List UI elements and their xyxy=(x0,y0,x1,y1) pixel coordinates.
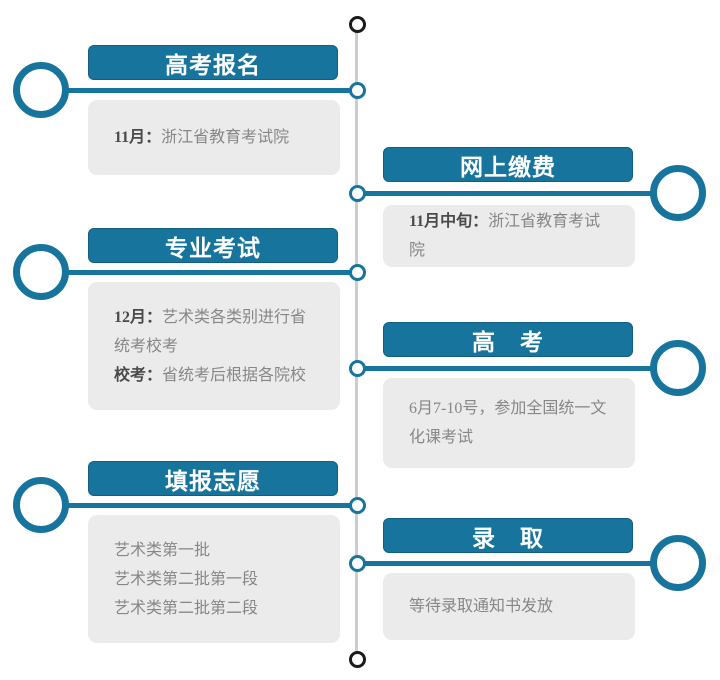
detail-line: 艺术类第二批第一段 xyxy=(114,565,314,594)
axis-end-circle xyxy=(349,651,366,668)
detail-line: 校考：省统考后根据各院校 xyxy=(114,361,314,390)
detail-line: 11月：浙江省教育考试院 xyxy=(114,123,314,152)
stage-detail-box: 艺术类第一批艺术类第二批第一段艺术类第二批第二段 xyxy=(88,515,340,643)
milestone-circle xyxy=(13,477,69,533)
connector-line xyxy=(357,190,678,196)
connector-line xyxy=(357,560,678,566)
detail-label: 11月： xyxy=(114,129,162,146)
detail-text: 艺术类各类别进行省统考校考 xyxy=(114,308,307,355)
detail-text: 艺术类第二批第一段 xyxy=(114,570,259,588)
detail-text: 等待录取通知书发放 xyxy=(409,598,554,615)
detail-text: 艺术类第一批 xyxy=(114,541,211,559)
detail-line: 12月：艺术类各类别进行省统考校考 xyxy=(114,303,314,361)
stage-title: 填报志愿 xyxy=(165,467,261,494)
timeline-axis xyxy=(355,25,358,660)
stage-header-bar: 高 考 xyxy=(383,322,633,357)
detail-label: 12月： xyxy=(114,308,163,326)
detail-line: 艺术类第二批第二段 xyxy=(114,594,314,623)
stage-title: 高考报名 xyxy=(165,51,261,78)
detail-line: 6月7-10号，参加全国统一文化课考试 xyxy=(409,394,609,452)
axis-start-circle xyxy=(349,16,366,33)
connector-line xyxy=(41,87,357,93)
milestone-circle xyxy=(650,535,706,591)
milestone-circle xyxy=(13,62,69,118)
stage-header-bar: 专业考试 xyxy=(88,228,338,263)
stage-title: 录 取 xyxy=(472,524,544,551)
stage-detail-box: 6月7-10号，参加全国统一文化课考试 xyxy=(383,378,635,468)
axis-node-circle xyxy=(348,359,366,377)
detail-text: 浙江省教育考试院 xyxy=(409,213,601,259)
milestone-circle xyxy=(650,165,706,221)
detail-line: 艺术类第一批 xyxy=(114,536,314,565)
stage-header-bar: 录 取 xyxy=(383,518,633,553)
stage-title: 网上缴费 xyxy=(460,153,556,180)
connector-line xyxy=(41,269,357,275)
axis-node-circle xyxy=(348,554,366,572)
stage-detail-box: 12月：艺术类各类别进行省统考校考校考：省统考后根据各院校 xyxy=(88,282,340,410)
stage-header-bar: 网上缴费 xyxy=(383,147,633,182)
milestone-circle xyxy=(13,244,69,300)
detail-label: 校考： xyxy=(114,366,163,384)
axis-node-circle xyxy=(348,81,366,99)
connector-line xyxy=(357,365,678,371)
stage-header-bar: 高考报名 xyxy=(88,45,338,80)
detail-text: 省统考后根据各院校 xyxy=(162,366,307,384)
stage-header-bar: 填报志愿 xyxy=(88,461,338,496)
detail-line: 等待录取通知书发放 xyxy=(409,592,609,621)
detail-text: 浙江省教育考试院 xyxy=(161,129,290,146)
axis-node-circle xyxy=(348,263,366,281)
detail-label: 11月中旬： xyxy=(409,213,489,230)
stage-title: 专业考试 xyxy=(165,234,261,261)
detail-text: 艺术类第二批第二段 xyxy=(114,599,259,617)
stage-detail-box: 11月中旬：浙江省教育考试院 xyxy=(383,205,635,267)
stage-detail-box: 11月：浙江省教育考试院 xyxy=(88,100,340,175)
stage-detail-box: 等待录取通知书发放 xyxy=(383,573,635,640)
detail-text: 6月7-10号，参加全国统一文化课考试 xyxy=(409,400,607,446)
detail-line: 11月中旬：浙江省教育考试院 xyxy=(409,207,609,265)
axis-node-circle xyxy=(348,184,366,202)
stage-title: 高 考 xyxy=(472,328,544,355)
milestone-circle xyxy=(650,340,706,396)
connector-line xyxy=(41,502,357,508)
axis-node-circle xyxy=(348,496,366,514)
